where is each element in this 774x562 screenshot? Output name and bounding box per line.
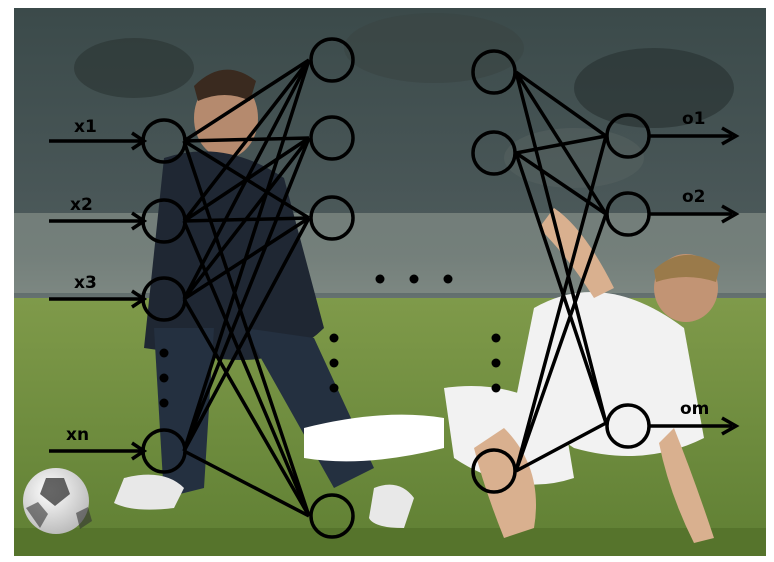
labels: x1 x2 x3 xn o1 o2 om (66, 109, 709, 445)
vertical-ellipsis-hidden (329, 358, 339, 368)
input-label-xn: xn (66, 425, 89, 445)
vertical-ellipsis-hidden-last (491, 333, 501, 343)
connections (49, 58, 740, 518)
hidden-node (471, 130, 517, 176)
hidden-node (471, 49, 517, 95)
hidden-layer-last (471, 49, 517, 494)
vertical-ellipsis-hidden-last (491, 383, 501, 393)
output-layer (605, 113, 651, 449)
output-label-o2: o2 (682, 187, 706, 207)
horizontal-ellipsis-layers (375, 274, 385, 284)
ellipsis-dots (159, 274, 501, 408)
hidden-node (309, 37, 355, 83)
vertical-ellipsis-hidden (329, 383, 339, 393)
input-label-x1: x1 (74, 117, 97, 137)
input-label-x3: x3 (74, 273, 97, 293)
neural-network-diagram: x1 x2 x3 xn o1 o2 om (14, 8, 766, 556)
vertical-ellipsis-inputs (159, 373, 169, 383)
input-layer (141, 118, 187, 474)
vertical-ellipsis-inputs (159, 348, 169, 358)
hidden-layer-first (309, 37, 355, 539)
horizontal-ellipsis-layers (409, 274, 419, 284)
background-photo (14, 8, 766, 556)
vertical-ellipsis-inputs (159, 398, 169, 408)
output-node-o2 (605, 191, 651, 237)
input-node-x1 (141, 118, 187, 164)
horizontal-ellipsis-layers (443, 274, 453, 284)
output-label-om: om (680, 399, 709, 419)
hidden-node (309, 115, 355, 161)
input-node-x2 (141, 198, 187, 244)
output-node-om (605, 403, 651, 449)
vertical-ellipsis-hidden-last (491, 358, 501, 368)
output-node-o1 (605, 113, 651, 159)
vertical-ellipsis-hidden (329, 333, 339, 343)
input-node-xn (141, 428, 187, 474)
input-node-x3 (141, 276, 187, 322)
input-label-x2: x2 (70, 195, 93, 215)
output-label-o1: o1 (682, 109, 706, 129)
hidden-node (309, 493, 355, 539)
hidden-node (471, 448, 517, 494)
hidden-node (309, 195, 355, 241)
